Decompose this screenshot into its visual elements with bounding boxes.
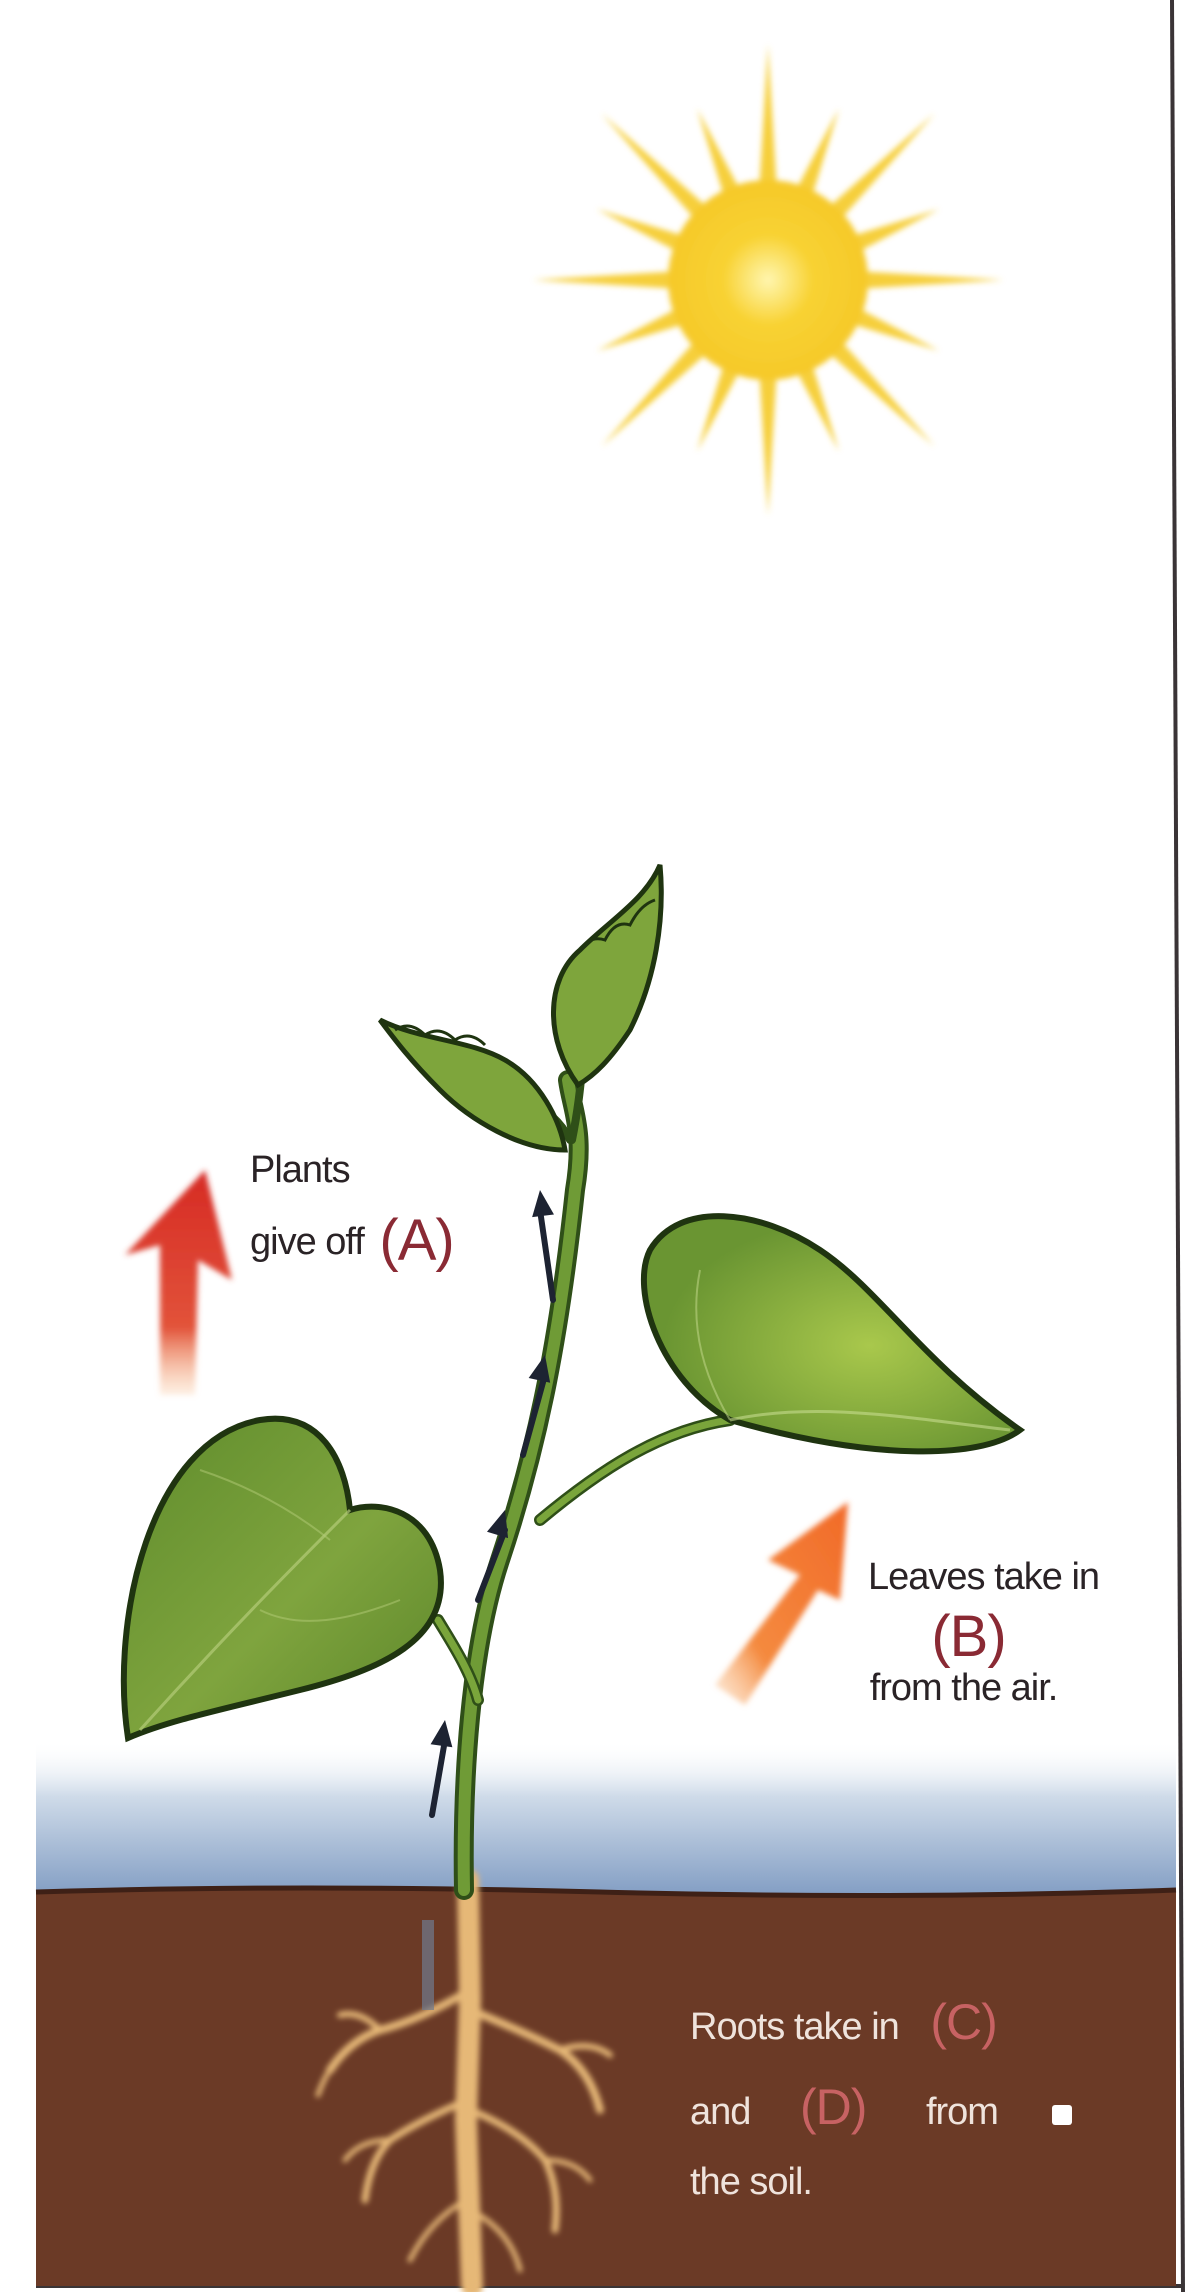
sun-ray (602, 114, 707, 219)
top-left-leaf (380, 1020, 565, 1150)
roots-label: Roots take in (C) and (D) from the soil. (690, 1980, 998, 2215)
label-b: (B) (838, 1605, 1099, 1669)
sun-ray (602, 341, 707, 446)
flow-arrow-head-icon (487, 1510, 508, 1538)
plants-line2: give off (250, 1221, 364, 1263)
sun-ray (759, 45, 776, 185)
water-flow-marker (422, 1920, 434, 2010)
sky-band (36, 1740, 1176, 1900)
soil (36, 1888, 1176, 2286)
leaves-line3: from the air. (828, 1663, 1099, 1714)
white-marker (1052, 2105, 1072, 2125)
label-d: (D) (800, 2079, 866, 2135)
roots-line2: and (690, 2091, 750, 2133)
sun-ray (697, 109, 739, 196)
flow-arrow-head-icon (532, 1190, 554, 1217)
sun-ray (759, 375, 776, 515)
plants-line1: Plants (250, 1145, 454, 1196)
left-leaf (124, 1419, 441, 1738)
sun-ray (796, 109, 838, 196)
sun-ray (863, 271, 1003, 288)
roots-line3: the soil. (690, 2150, 998, 2215)
label-c: (C) (930, 1994, 996, 2050)
right-leaf (644, 1216, 1020, 1451)
sun-ray (796, 364, 838, 451)
sun-ray (829, 341, 934, 446)
sun-ray (697, 364, 739, 451)
plants-label: Plants give off (A) (250, 1145, 454, 1275)
sun-ray (829, 114, 934, 219)
sun-ray (852, 209, 939, 251)
label-a: (A) (379, 1208, 453, 1273)
sun-ray (597, 209, 684, 251)
top-right-leaf (553, 865, 661, 1085)
flow-arrow-head-icon (431, 1720, 453, 1747)
roots-line2b: from (926, 2091, 998, 2133)
sun-ray (533, 271, 673, 288)
leaves-line1: Leaves take in (868, 1552, 1099, 1603)
roots-line1: Roots take in (690, 2006, 899, 2048)
flow-arrows (431, 1190, 554, 1815)
sun-ray (852, 308, 939, 350)
sun-icon (533, 45, 1003, 515)
red-up-arrow-icon (125, 1170, 232, 1395)
sun-ray (597, 308, 684, 350)
leaves-label: Leaves take in (B) from the air. (868, 1552, 1099, 1714)
flow-arrow-icon (540, 1210, 553, 1300)
